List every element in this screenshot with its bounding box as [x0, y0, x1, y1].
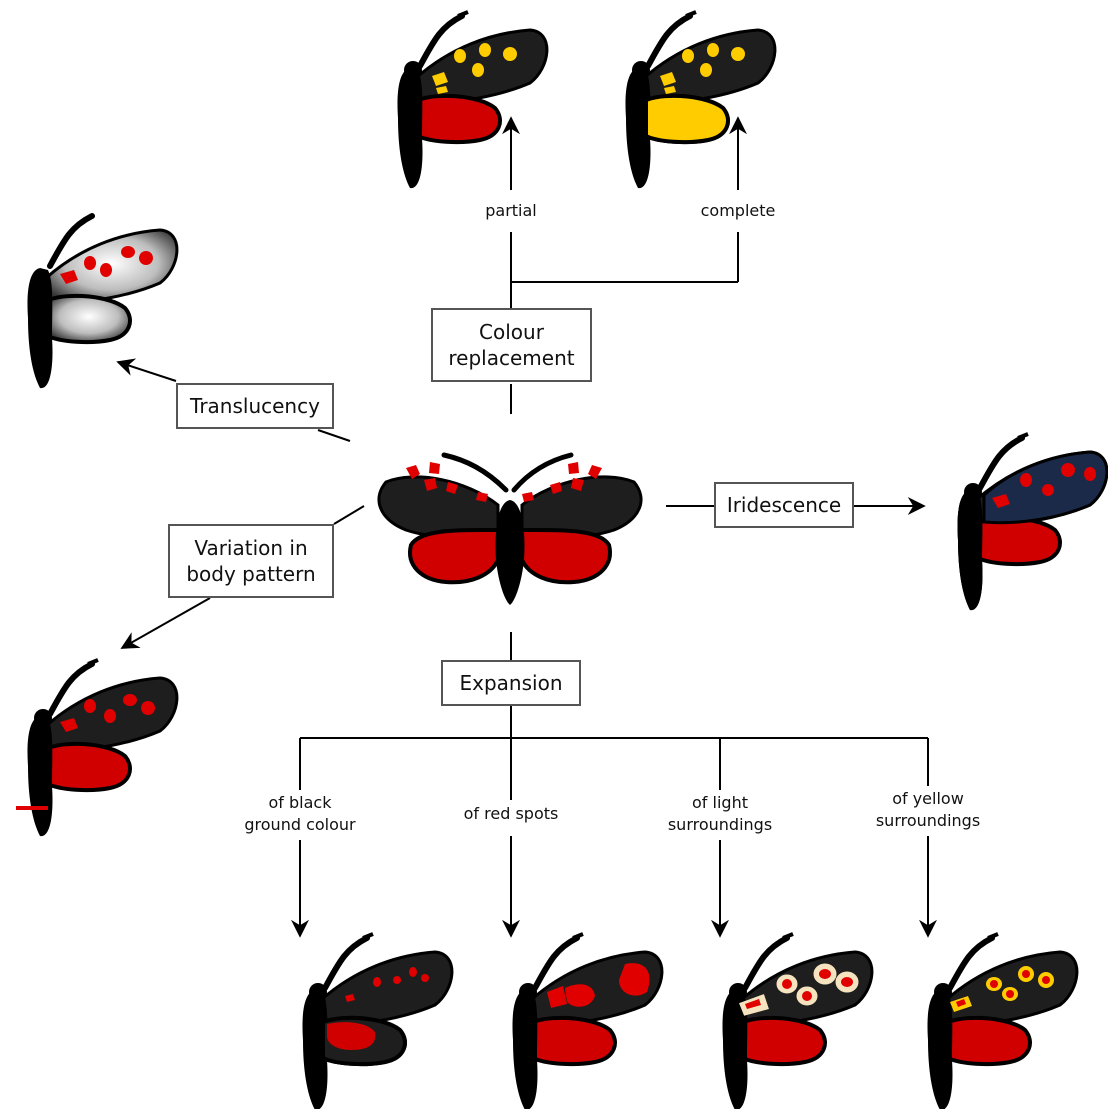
iridescence-box: Iridescence — [714, 482, 854, 528]
label-black-ground: of black ground colour — [230, 792, 370, 836]
label-black-ground-line2: ground colour — [244, 815, 356, 834]
moth-red-expansion — [513, 934, 662, 1109]
label-light-line2: surroundings — [667, 815, 773, 834]
connectors — [116, 116, 937, 938]
expansion-box: Expansion — [441, 660, 581, 706]
arrow-translucency — [116, 358, 177, 382]
variation-box: Variation in body pattern — [168, 524, 334, 598]
arrow-variation — [120, 597, 211, 649]
translucency-box: Translucency — [176, 383, 334, 429]
label-yellow-line2: surroundings — [875, 811, 981, 830]
moth-translucency — [27, 213, 179, 389]
label-yellow-line1: of yellow — [892, 789, 964, 808]
moth-yellow-expansion — [928, 934, 1077, 1109]
colour-replacement-box: Colour replacement — [431, 308, 592, 382]
label-light-surroundings: of light surroundings — [655, 792, 785, 836]
colour-replacement-line1: Colour — [479, 320, 544, 344]
moth-variation — [16, 660, 177, 836]
moth-iridescence — [958, 434, 1108, 610]
expansion-label: Expansion — [459, 671, 563, 695]
moth-black-expansion — [303, 934, 452, 1109]
moth-partial — [398, 12, 547, 188]
colour-replacement-line2: replacement — [448, 346, 575, 370]
moth-light-expansion — [723, 934, 872, 1109]
line-center-to-translucency — [317, 429, 351, 442]
moth-complete — [626, 12, 775, 188]
variation-line2: body pattern — [186, 562, 316, 586]
label-yellow-surroundings: of yellow surroundings — [863, 788, 993, 832]
translucency-label: Translucency — [190, 394, 320, 418]
label-light-line1: of light — [692, 793, 748, 812]
variation-line1: Variation in — [194, 536, 308, 560]
label-partial: partial — [471, 200, 551, 222]
label-black-ground-line1: of black — [268, 793, 332, 812]
iridescence-label: Iridescence — [726, 493, 842, 517]
label-complete: complete — [683, 200, 793, 222]
label-red-spots: of red spots — [446, 803, 576, 825]
line-center-to-variation — [333, 505, 365, 525]
central-moth — [379, 455, 641, 605]
